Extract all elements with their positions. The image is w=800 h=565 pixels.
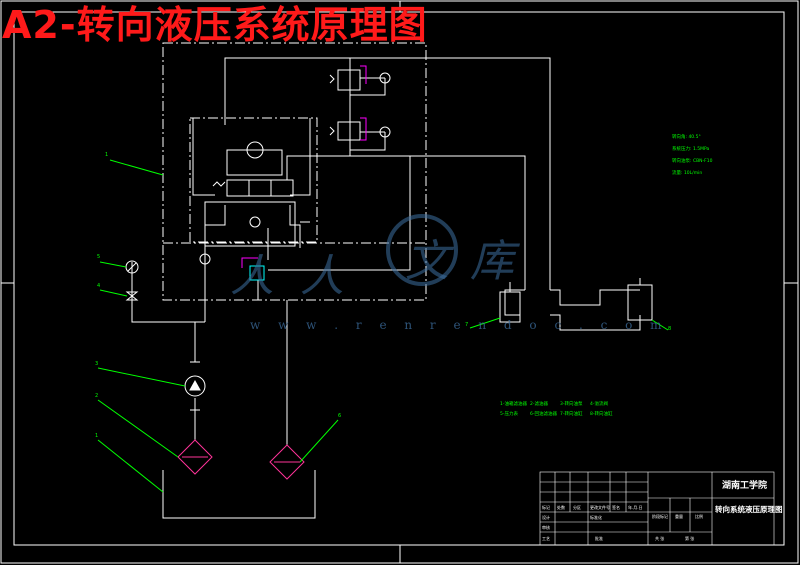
watermark-char-4: 库 (470, 236, 514, 287)
tb-row-label: 分区 (573, 505, 581, 510)
watermark-logo (386, 214, 458, 286)
valve-block-boundary (162, 42, 427, 301)
tb-approve: 批准 (595, 536, 603, 541)
legend-item: 2-滤油器 (530, 402, 548, 407)
param-line: 转向角: 40.5° (672, 135, 701, 140)
legend-item: 4-溢流阀 (590, 402, 608, 407)
page-title: A2-转向液压系统原理图 (2, 3, 428, 47)
tb-row-label: 标记 (542, 505, 550, 510)
cyan-valve (249, 265, 265, 281)
param-line: 转向油泵: CBN-F10 (672, 159, 713, 164)
watermark-url: w w w . r e n r e n d o c . c o m (250, 318, 669, 332)
legend-item: 8-转向油缸 (590, 412, 613, 417)
steering-cylinders (499, 278, 653, 323)
callout-leaders (97, 159, 669, 493)
callout-5: 5 (97, 254, 101, 260)
tb-right-label: 阶段标记 (652, 514, 668, 519)
hydraulic-lines (131, 57, 641, 445)
tb-right-label: 比例 (695, 514, 703, 519)
callout-8: 8 (668, 326, 672, 332)
watermark-char-1: 人 (230, 251, 274, 302)
system-parameters: 转向角: 40.5° 系统压力: 1.5MPa 转向油泵: CBN-F10 流量… (672, 132, 712, 180)
check-valves (199, 216, 261, 265)
callout-4: 4 (97, 283, 101, 289)
tb-right-label: 重量 (675, 514, 683, 519)
callout-7: 7 (465, 322, 469, 328)
tb-row-label: 签名 (612, 505, 620, 510)
callout-1: 1 (105, 152, 109, 158)
drawing-name: 转向系统液压原理图 (715, 505, 783, 514)
watermark-char-2: 人 (300, 251, 344, 302)
callout-3: 3 (95, 361, 99, 367)
filters (177, 439, 305, 480)
tb-left-label: 设计 (542, 515, 550, 520)
legend-item: 1-油箱滤油器 (500, 402, 527, 407)
tb-standard: 标准化 (590, 515, 602, 520)
tb-bottom-label: 第 张 (685, 536, 695, 541)
legend-item: 6-回油滤油器 (530, 412, 557, 417)
oil-tank (162, 470, 316, 519)
tb-row-label: 处数 (557, 505, 565, 510)
param-line: 系统压力: 1.5MPa (672, 147, 710, 152)
directional-valve (204, 179, 296, 247)
steering-unit (226, 141, 283, 176)
title-block (539, 471, 775, 546)
tb-left-label: 工艺 (542, 536, 550, 541)
legend-item: 3-转向油泵 (560, 402, 583, 407)
callout-2: 2 (95, 393, 99, 399)
param-line: 流量: 10L/min (672, 171, 703, 176)
tb-row-label: 年.月.日 (628, 505, 643, 510)
inner-frame (13, 11, 785, 546)
callout-6: 6 (338, 413, 342, 419)
callout-1b: 1 (95, 433, 99, 439)
tb-left-label: 审核 (542, 525, 550, 530)
tb-bottom-label: 共 张 (655, 536, 665, 541)
legend-item: 5-压力表 (500, 412, 518, 417)
legend-item: 7-转向油缸 (560, 412, 583, 417)
tb-row-label: 更改文件号 (590, 505, 610, 510)
relief-valves (329, 69, 391, 141)
school-name: 湖南工学院 (722, 481, 768, 491)
magenta-pilot-lines (241, 65, 367, 268)
watermark-char-3: 文 (405, 236, 449, 287)
